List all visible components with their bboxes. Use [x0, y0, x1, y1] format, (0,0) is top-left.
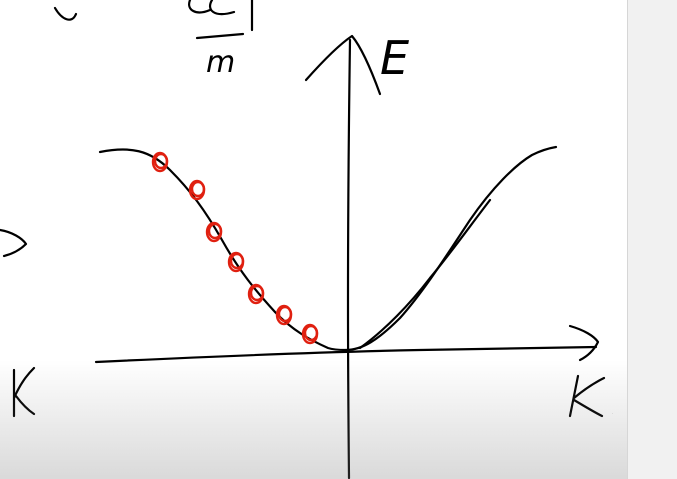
dispersion-curve-right	[344, 145, 558, 352]
occupied-state-markers	[151, 151, 319, 345]
occupied-state-marker	[190, 180, 206, 198]
dispersion-curve-left	[98, 148, 348, 352]
momentum-axis-label: k	[612, 413, 613, 415]
energy-axis-line	[346, 38, 352, 479]
occupied-state-marker	[277, 305, 293, 323]
momentum-axis-line	[94, 345, 598, 364]
fraction-bar	[195, 32, 245, 40]
occupied-state-marker	[303, 324, 319, 342]
occupied-state-marker	[153, 152, 169, 170]
energy-axis-arrowhead	[304, 34, 382, 96]
momentum-axis-arrowhead	[568, 324, 600, 362]
occupied-state-marker	[249, 284, 265, 302]
left-arrow-fragment	[0, 228, 28, 258]
momentum-axis-label-glyph	[568, 374, 606, 418]
page-scrollbar[interactable]	[627, 0, 677, 479]
occupied-state-marker	[207, 222, 223, 240]
energy-axis-label: E	[380, 31, 409, 85]
left-k-fragment	[12, 366, 36, 418]
dispersion-curve-right-overdraw	[358, 198, 492, 350]
fraction-denominator: m	[206, 45, 235, 80]
occupied-state-marker	[229, 252, 245, 270]
formula-scribble	[53, 0, 254, 32]
